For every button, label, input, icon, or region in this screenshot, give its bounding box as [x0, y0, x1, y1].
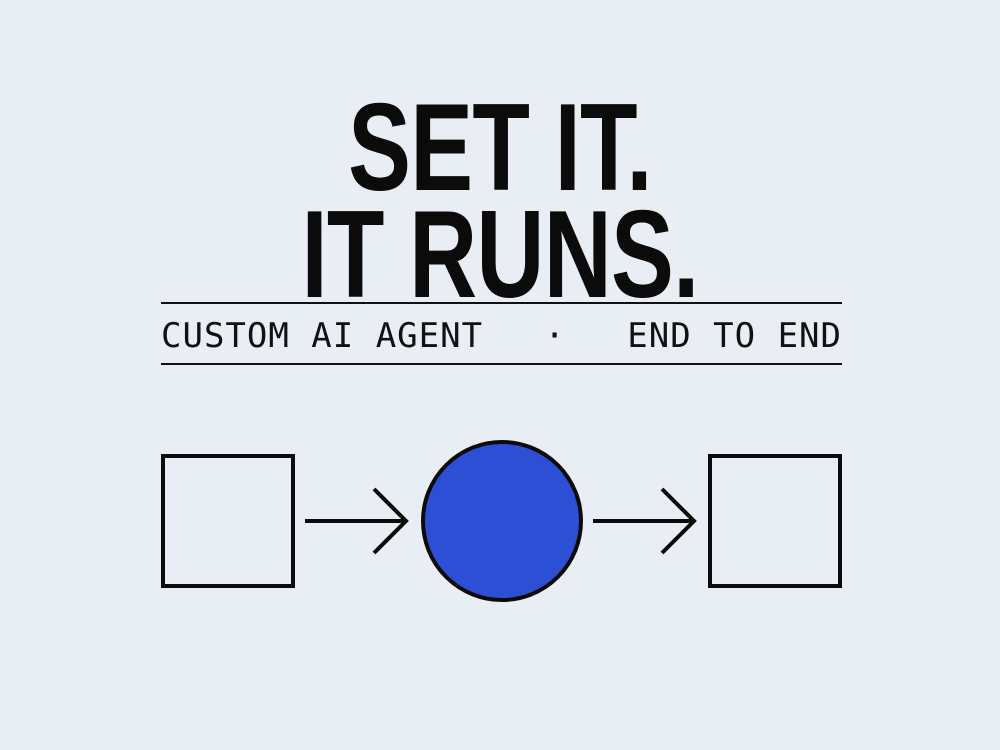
divider-bottom	[161, 363, 842, 365]
headline-line-2: IT RUNS.	[301, 186, 699, 324]
agent-circle-node	[421, 440, 583, 602]
output-square-node	[708, 454, 842, 588]
tagline: CUSTOM AI AGENT · END TO END	[161, 313, 842, 359]
input-square-node	[161, 454, 295, 588]
arrow-right-icon	[593, 487, 697, 555]
flow-diagram	[161, 440, 842, 602]
tagline-left: CUSTOM AI AGENT	[161, 316, 484, 356]
arrow-right-icon	[305, 487, 409, 555]
divider-top	[161, 302, 842, 304]
headline-line-1: SET IT.	[348, 79, 652, 217]
tagline-separator: ·	[544, 316, 566, 356]
tagline-right: END TO END	[627, 316, 842, 356]
